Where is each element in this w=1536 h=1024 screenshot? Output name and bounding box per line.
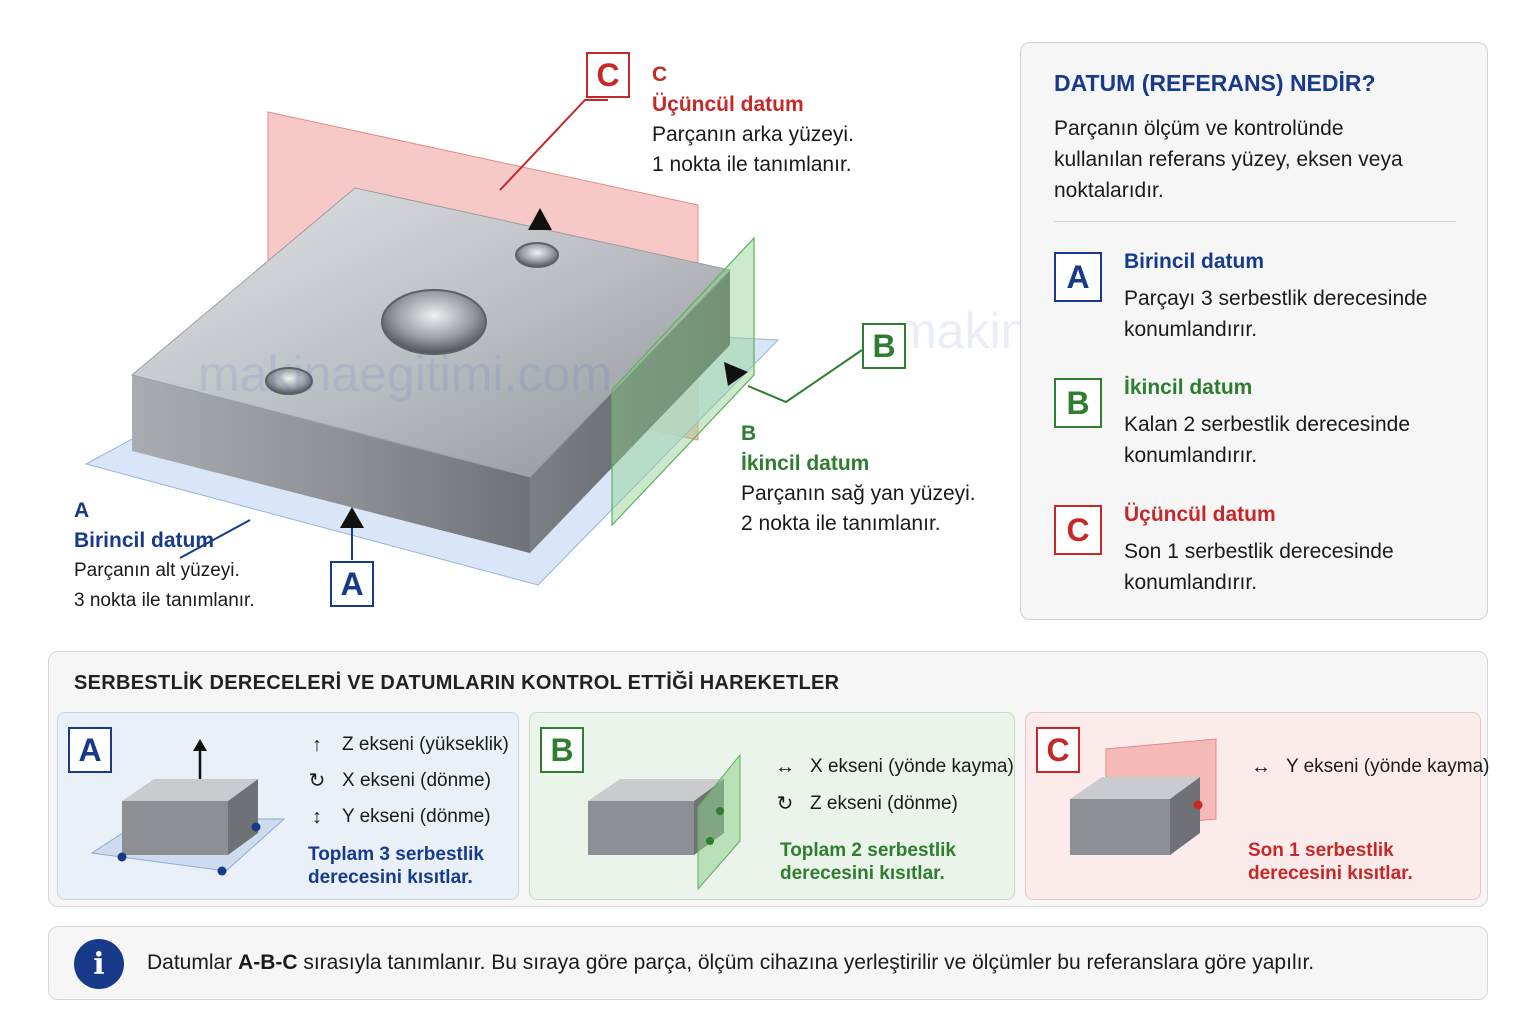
card-description: Parçanın ölçüm ve kontrolünde kullanılan… (1054, 117, 1403, 202)
watermark: makinaegitimi.com (198, 346, 613, 402)
datum-a-label: A Birincil datum Parçanın alt yüzeyi. 3 … (74, 496, 255, 616)
datum-a-desc1: Parçanın alt yüzeyi. (74, 560, 240, 581)
info-suffix: sırasıyla tanımlanır. Bu sıraya göre par… (297, 951, 1315, 974)
dof-c-note: Son 1 serbestlik derecesini kısıtlar. (1248, 839, 1413, 885)
dof-c-note-line2: derecesini kısıtlar. (1248, 863, 1413, 884)
dof-b-move-2: ↻ Z ekseni (dönme) (772, 792, 958, 816)
datum-b-box: B (862, 323, 906, 369)
card-item-c-title: Üçüncül datum (1124, 503, 1276, 526)
datum-a-letter: A (74, 499, 90, 522)
dof-a-move-3: ↕ Y ekseni (dönme) (304, 805, 491, 829)
card-item-b-box: B (1054, 378, 1102, 428)
small-hole-right (515, 242, 559, 268)
dof-b-move-2-text: Z ekseni (dönme) (810, 793, 958, 814)
dof-a-box: A (68, 727, 112, 773)
info-icon: i (74, 939, 124, 989)
rotate-icon: ↻ (308, 770, 326, 792)
left-right-arrow-icon: ↔ (775, 756, 795, 778)
datum-b-title: İkincil datum (741, 452, 870, 475)
dof-panel-b: B ↔ X ekseni (yönde kayma) ↻ Z ekseni (d… (529, 712, 1015, 900)
card-item-c-desc: Son 1 serbestlik derecesinde konumlandır… (1124, 540, 1394, 594)
large-hole (381, 289, 487, 355)
card-item-c: C Üçüncül datum Son 1 serbestlik dereces… (1054, 503, 1464, 615)
info-order: A-B-C (238, 951, 298, 974)
datum-b-triangle (724, 362, 748, 386)
dof-c-note-line1: Son 1 serbestlik (1248, 840, 1394, 861)
dof-a-move-2-text: X ekseni (dönme) (342, 770, 491, 791)
dof-b-block-illustration (588, 753, 741, 891)
datum-a-box: A (330, 561, 374, 607)
dof-a-block-illustration (90, 739, 286, 876)
datum-b-desc2: 2 nokta ile tanımlanır. (741, 512, 941, 535)
dof-a-note: Toplam 3 serbestlik derecesini kısıtlar. (308, 843, 484, 889)
datum-b-letter: B (741, 422, 757, 445)
datum-c-triangle (528, 208, 552, 230)
dof-c-move-1-text: Y ekseni (yönde kayma) (1286, 756, 1490, 777)
block-front-face (132, 375, 530, 553)
dof-panel-c: C ↔ Y ekseni (yönde kayma) Son 1 serbest… (1025, 712, 1489, 900)
dof-a-note-line1: Toplam 3 serbestlik (308, 844, 484, 865)
dof-title: SERBESTLİK DERECELERİ VE DATUMLARIN KONT… (74, 672, 840, 694)
dof-a-move-2: ↻ X ekseni (dönme) (304, 769, 491, 793)
dof-panel: SERBESTLİK DERECELERİ VE DATUMLARIN KONT… (48, 651, 1489, 907)
datum-a-title: Birincil datum (74, 529, 215, 552)
dof-b-note: Toplam 2 serbestlik derecesini kısıtlar. (780, 839, 956, 885)
datum-c-letter: C (652, 63, 668, 86)
datum-b-label: B İkincil datum Parçanın sağ yan yüzeyi.… (741, 419, 976, 539)
dof-b-move-1-text: X ekseni (yönde kayma) (810, 756, 1014, 777)
dof-c-move-1: ↔ Y ekseni (yönde kayma) (1248, 755, 1489, 779)
datum-c-label: C Üçüncül datum Parçanın arka yüzeyi. 1 … (652, 60, 854, 180)
card-item-a: A Birincil datum Parçayı 3 serbestlik de… (1054, 250, 1464, 362)
info-banner: i Datumlar A-B-C sırasıyla tanımlanır. B… (48, 926, 1488, 1000)
datum-c-desc2: 1 nokta ile tanımlanır. (652, 153, 852, 176)
dof-a-move-1: ↑ Z ekseni (yükseklik) (304, 733, 509, 757)
dof-c-box: C (1036, 727, 1080, 773)
small-hole-left (265, 367, 313, 395)
dof-c-block-illustration (1070, 738, 1217, 855)
card-item-b-title: İkincil datum (1124, 376, 1253, 399)
left-right-arrow-icon: ↔ (1251, 756, 1271, 778)
card-item-a-box: A (1054, 252, 1102, 302)
datum-a-desc2: 3 nokta ile tanımlanır. (74, 590, 255, 611)
datum-b-plane (611, 236, 755, 527)
datum-c-box: C (586, 52, 630, 98)
dof-panel-a: A ↑ Z ekseni (yükseklik) ↻ X ekseni (dön… (57, 712, 519, 900)
dof-b-note-line1: Toplam 2 serbestlik (780, 840, 956, 861)
card-item-c-box: C (1054, 505, 1102, 555)
datum-a-triangle (340, 507, 364, 528)
datum-b-desc1: Parçanın sağ yan yüzeyi. (741, 482, 976, 505)
dof-b-note-line2: derecesini kısıtlar. (780, 863, 945, 884)
datum-c-desc1: Parçanın arka yüzeyi. (652, 123, 854, 146)
block-side-face (530, 270, 730, 553)
card-item-b: B İkincil datum Kalan 2 serbestlik derec… (1054, 376, 1464, 488)
dof-a-move-1-text: Z ekseni (yükseklik) (342, 734, 509, 755)
card-item-b-desc: Kalan 2 serbestlik derecesinde konumland… (1124, 413, 1411, 467)
card-item-a-desc: Parçayı 3 serbestlik derecesinde konumla… (1124, 287, 1428, 341)
rotate-icon: ↻ (776, 793, 794, 815)
info-text: Datumlar A-B-C sırasıyla tanımlanır. Bu … (147, 951, 1314, 975)
dof-b-move-1: ↔ X ekseni (yönde kayma) (772, 755, 1014, 779)
datum-diagram (84, 99, 863, 586)
divider (1054, 221, 1456, 222)
card-title: DATUM (REFERANS) NEDİR? (1054, 70, 1376, 96)
card-item-a-title: Birincil datum (1124, 250, 1265, 273)
datum-info-card: DATUM (REFERANS) NEDİR? Parçanın ölçüm v… (1020, 42, 1488, 620)
info-prefix: Datumlar (147, 951, 239, 974)
up-arrow-icon: ↑ (312, 734, 322, 756)
datum-c-title: Üçüncül datum (652, 93, 804, 116)
dof-a-note-line2: derecesini kısıtlar. (308, 867, 473, 888)
dof-b-box: B (540, 727, 584, 773)
up-down-arrow-icon: ↕ (312, 806, 322, 828)
dof-a-move-3-text: Y ekseni (dönme) (342, 806, 491, 827)
